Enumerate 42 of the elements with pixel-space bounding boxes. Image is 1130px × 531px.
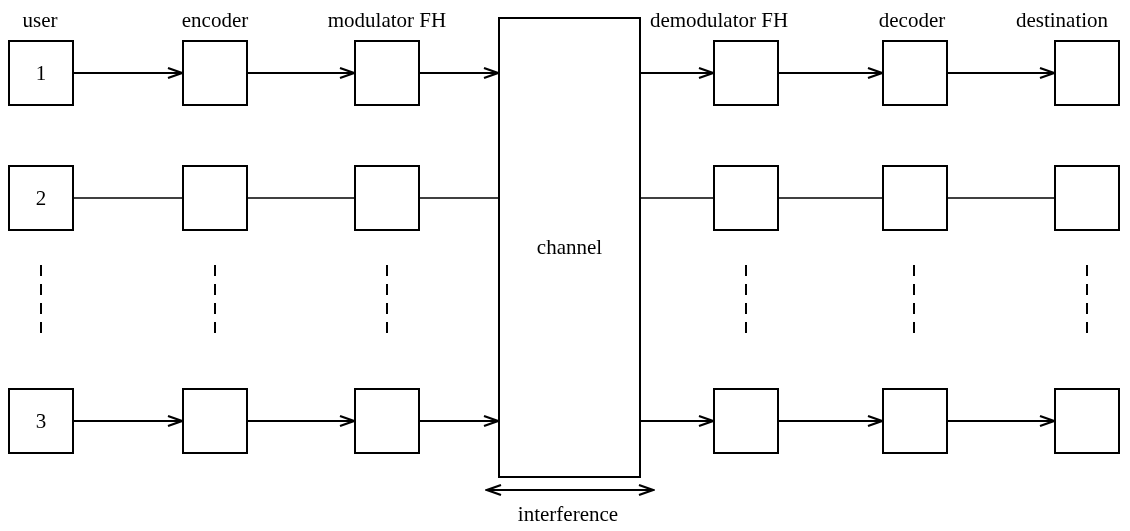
box-label: 3 (35, 410, 47, 432)
connector-arrow (640, 66, 715, 80)
connector-arrow (947, 414, 1056, 428)
connector-arrow (778, 414, 884, 428)
block-box (182, 40, 248, 106)
connector-arrow (247, 414, 356, 428)
column-heading: decoder (878, 9, 946, 31)
box-label: channel (536, 237, 603, 258)
column-heading: demodulator FH (649, 9, 789, 31)
connector-arrow (419, 66, 500, 80)
block-box (882, 165, 948, 231)
column-heading: user (22, 9, 58, 31)
connector-arrow (947, 66, 1056, 80)
block-box (354, 40, 420, 106)
block-box (1054, 388, 1120, 454)
connector-arrow (419, 414, 500, 428)
block-box (1054, 165, 1120, 231)
block-box (182, 165, 248, 231)
block-box (182, 388, 248, 454)
block-box (8, 165, 74, 231)
column-heading: modulator FH (327, 9, 447, 31)
connector-arrow (778, 66, 884, 80)
connector-arrow (73, 414, 184, 428)
column-heading: encoder (181, 9, 249, 31)
block-box (713, 40, 779, 106)
block-box (882, 388, 948, 454)
box-label: 1 (35, 62, 47, 84)
connector-arrow (73, 66, 184, 80)
column-heading: destination (1015, 9, 1109, 31)
block-box (8, 40, 74, 106)
block-box (713, 165, 779, 231)
block-box (713, 388, 779, 454)
channel-box (498, 17, 641, 478)
connector-arrow (640, 414, 715, 428)
block-box (354, 388, 420, 454)
block-box (882, 40, 948, 106)
connector-arrow (247, 66, 356, 80)
block-box (1054, 40, 1120, 106)
interference-label: interference (517, 503, 619, 525)
box-label: 2 (35, 187, 47, 209)
block-box (8, 388, 74, 454)
block-box (354, 165, 420, 231)
